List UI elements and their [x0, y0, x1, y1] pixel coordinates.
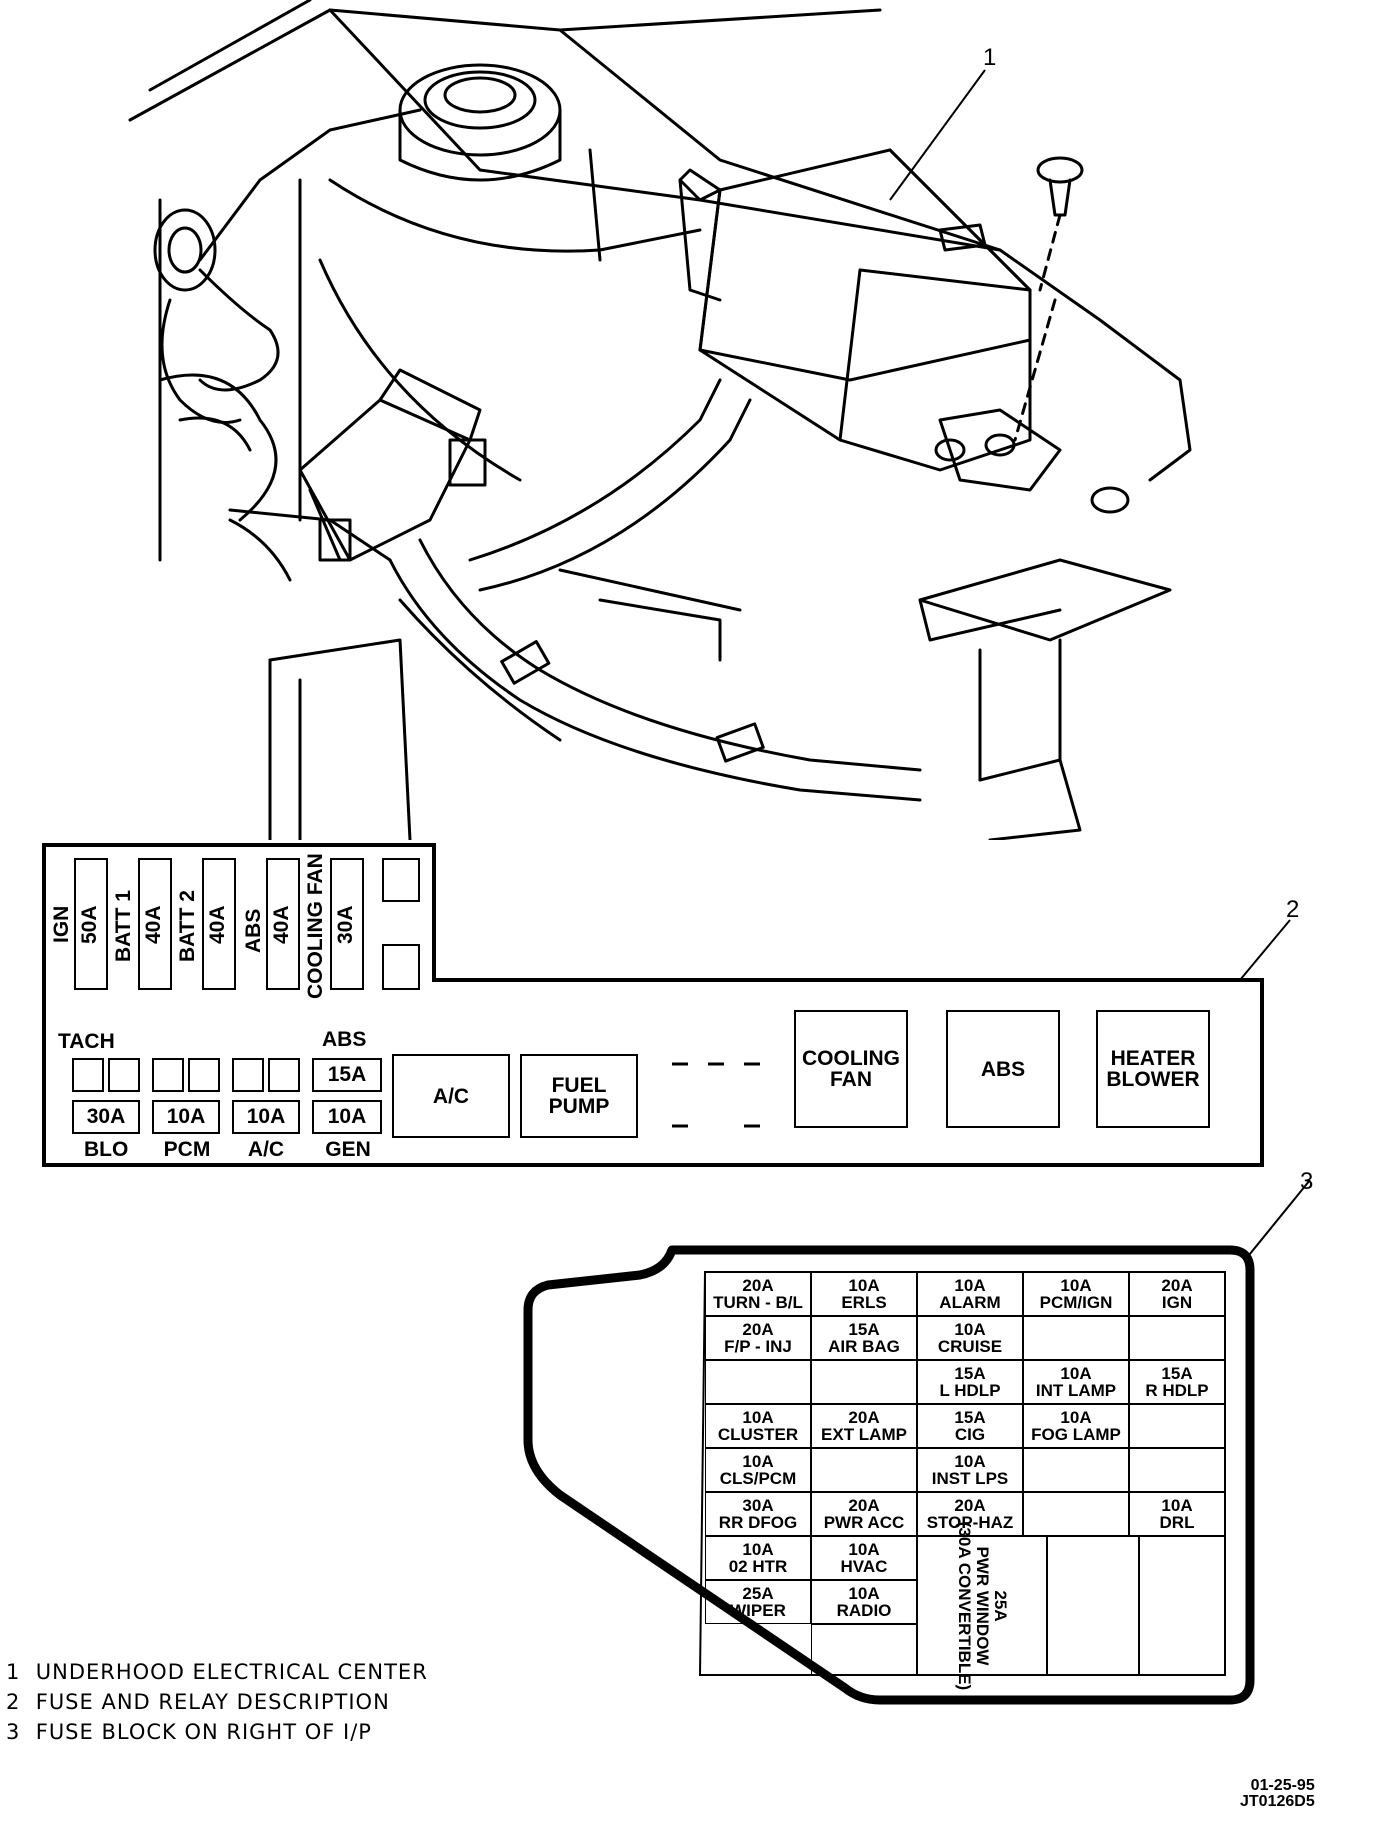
ip-fuse-cell — [811, 1624, 917, 1676]
relay-heater-blower: HEATER BLOWER — [1096, 1010, 1210, 1128]
legend-item-2: 2 FUSE AND RELAY DESCRIPTION — [6, 1690, 390, 1714]
mini-fuse-slot — [152, 1058, 184, 1092]
relay-ac: A/C — [392, 1054, 510, 1138]
relay-label: ABS — [980, 1057, 1026, 1081]
callout-1: 1 — [983, 44, 997, 71]
spare-slot — [382, 944, 420, 990]
drawing-code: 01-25-95 JT0126D5 — [1240, 1778, 1315, 1810]
mini-fuse-ac: 10A — [232, 1100, 300, 1134]
mini-fuse-rating: 30A — [86, 1105, 126, 1128]
legend: 1 UNDERHOOD ELECTRICAL CENTER 2 FUSE AND… — [6, 1660, 428, 1744]
relay-label: A/C — [432, 1084, 470, 1108]
maxi-fuse-rating: 50A — [78, 905, 101, 945]
drawing-id: JT0126D5 — [1240, 1793, 1315, 1810]
ip-fuse-cell — [811, 1448, 917, 1492]
maxi-fuse-rating: 30A — [334, 905, 357, 945]
empty-relay-position — [672, 1062, 760, 1128]
spare-slot — [382, 858, 420, 902]
mini-fuse-rating: 10A — [327, 1105, 367, 1128]
relay-fuel-pump: FUEL PUMP — [520, 1054, 638, 1138]
mini-fuse-rating: 10A — [166, 1105, 206, 1128]
pwr-window-breaker — [917, 1536, 1047, 1676]
ip-fuse-cell — [1047, 1536, 1139, 1676]
relay-label: HEATER BLOWER — [1106, 1047, 1200, 1091]
mini-fuse-slot — [268, 1058, 300, 1092]
maxi-fuse-rating: 40A — [270, 905, 293, 945]
pwr-window-label: 25A PWR WINDOW (30A CONVERTIBLE) — [955, 1521, 1010, 1691]
mini-fuse-name: GEN — [325, 1138, 371, 1161]
mini-fuse-slot — [72, 1058, 104, 1092]
ip-fuse-cell — [1023, 1316, 1129, 1360]
ip-fuse-cell — [1129, 1316, 1225, 1360]
maxi-fuse-name: BATT 1 — [112, 890, 135, 962]
relay-label: COOLING FAN — [802, 1047, 900, 1091]
relay-cooling-fan: COOLING FAN — [794, 1010, 908, 1128]
legend-item-1: 1 UNDERHOOD ELECTRICAL CENTER — [6, 1660, 428, 1684]
maxi-fuse-name: BATT 2 — [176, 890, 199, 962]
callout-3: 3 — [1300, 1168, 1314, 1195]
maxi-fuse-name: COOLING FAN — [304, 853, 327, 999]
engine-compartment-illustration — [128, 0, 1192, 840]
maxi-fuse-name: IGN — [50, 905, 73, 943]
ip-fuse-cell — [1129, 1448, 1225, 1492]
mini-fuse-name: BLO — [84, 1138, 129, 1161]
maxi-fuse-name: ABS — [242, 908, 265, 954]
ip-fuse-cell — [705, 1360, 811, 1404]
mini-fuse-blo: 30A — [72, 1100, 140, 1134]
ip-fuse-cell — [1129, 1404, 1225, 1448]
mini-fuse-name: A/C — [247, 1138, 285, 1161]
ip-fuse-cell — [811, 1360, 917, 1404]
mini-fuse-name: PCM — [163, 1138, 211, 1161]
maxi-fuse-rating: 40A — [206, 905, 229, 945]
callout-2: 2 — [1286, 896, 1300, 923]
ip-fuse-cell — [1023, 1492, 1129, 1536]
relay-label: FUEL PUMP — [548, 1074, 610, 1118]
maxi-fuse-rating: 40A — [142, 905, 165, 945]
fuse-relay-panel-outline — [42, 843, 1291, 1167]
mini-fuse-slot — [108, 1058, 140, 1092]
tach-label: TACH — [58, 1030, 115, 1053]
mini-fuse-rating: 15A — [327, 1063, 367, 1086]
mini-fuse-abs: 15A — [312, 1058, 382, 1092]
mini-fuse-pcm: 10A — [152, 1100, 220, 1134]
drawing-date: 01-25-95 — [1250, 1777, 1315, 1794]
ip-fuse-cell — [1139, 1536, 1225, 1676]
abs-label: ABS — [322, 1028, 367, 1051]
relay-abs: ABS — [946, 1010, 1060, 1128]
ip-fuse-cell — [1023, 1448, 1129, 1492]
mini-fuse-rating: 10A — [246, 1105, 286, 1128]
mini-fuse-slot — [232, 1058, 264, 1092]
legend-item-3: 3 FUSE BLOCK ON RIGHT OF I/P — [6, 1720, 372, 1744]
mini-fuse-gen: 10A — [312, 1100, 382, 1134]
mini-fuse-slot — [188, 1058, 220, 1092]
